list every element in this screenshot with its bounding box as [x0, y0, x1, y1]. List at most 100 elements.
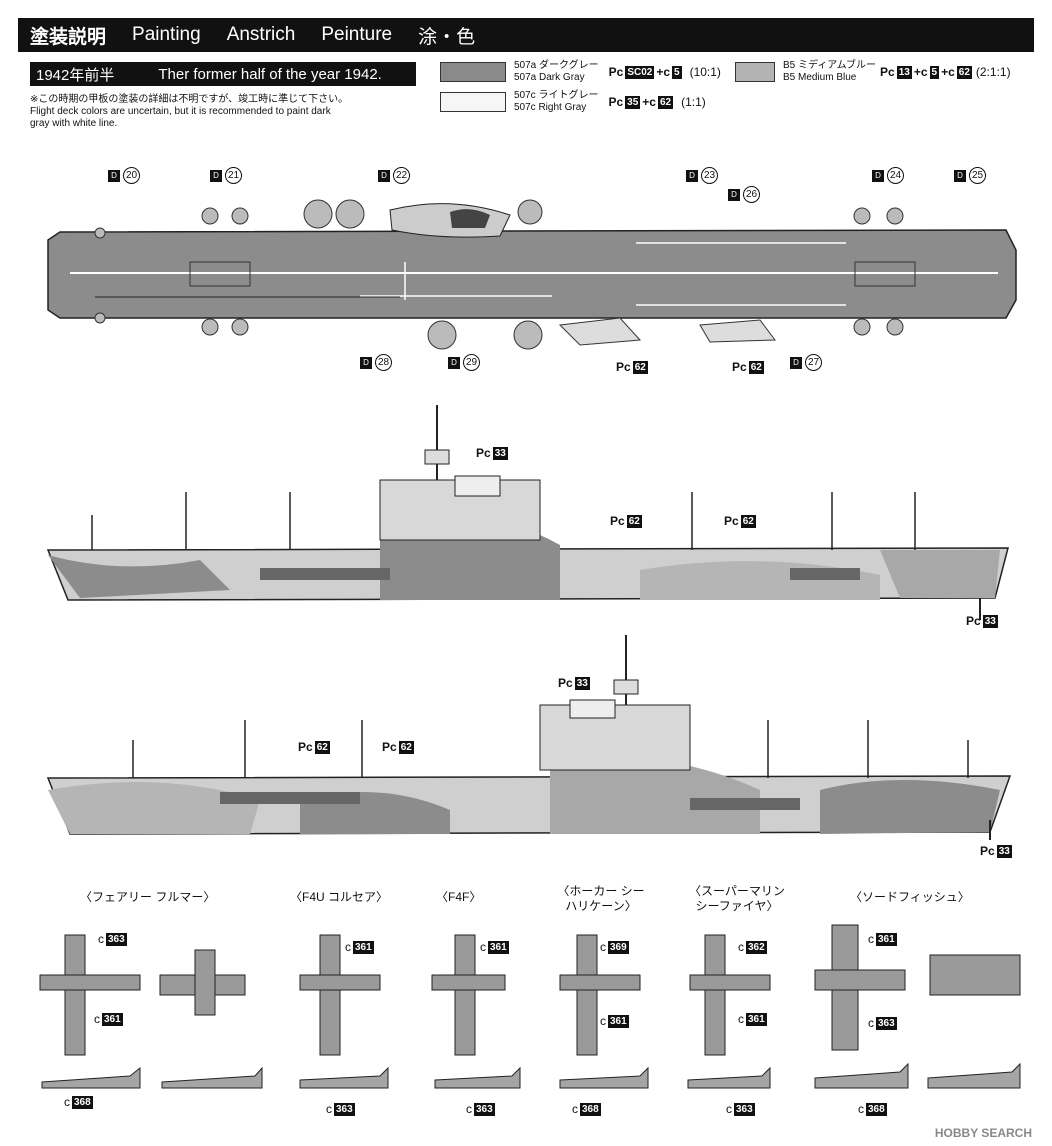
code: 33: [982, 614, 998, 628]
swatch-medium-blue: [735, 62, 775, 82]
mix-ratio: (1:1): [681, 95, 706, 109]
note-en: Flight deck colors are uncertain, but it…: [30, 106, 331, 129]
prefix: c: [600, 940, 606, 954]
aircraft-name-f4u: 〈F4U コルセア〉: [290, 890, 389, 904]
title-jp: 塗装説明: [30, 26, 107, 48]
code: 33: [574, 676, 590, 690]
part-icon: D: [872, 169, 884, 182]
code: 361: [608, 1014, 629, 1028]
part-icon: D: [728, 188, 740, 201]
prefix: c: [98, 932, 104, 946]
prefix: c: [64, 1095, 70, 1109]
part-number: 26: [743, 186, 760, 203]
prefix: Pc: [558, 676, 573, 690]
prefix: c: [600, 1014, 606, 1028]
title-fr: Peinture: [321, 24, 393, 45]
legend-en: 507a Dark Gray: [514, 72, 585, 83]
mix-ratio: (10:1): [689, 65, 721, 79]
prefix: Pc: [724, 514, 739, 528]
code: 62: [740, 514, 756, 528]
part-icon: D: [448, 356, 460, 369]
code: 361: [746, 1012, 767, 1026]
code: 361: [353, 940, 374, 954]
mix-prefix: +c: [941, 65, 955, 79]
header-bar: 塗装説明 Painting Anstrich Peinture 涂・色: [18, 18, 1034, 52]
prefix: c: [738, 1012, 744, 1026]
code: 361: [876, 932, 897, 946]
aircraft-side-views: [41, 1062, 1021, 1089]
mix-prefix: +c: [642, 95, 656, 109]
part-number: 28: [375, 354, 392, 371]
prefix: Pc: [610, 514, 625, 528]
legend-jp: 507a ダークグレー: [514, 60, 599, 71]
part-number: 21: [225, 167, 242, 184]
aircraft-name-seafire: 〈スーパーマリン シーファイヤ〉: [689, 884, 785, 913]
mix-prefix: Pc: [608, 95, 624, 109]
side-view-starboard: [46, 405, 1009, 620]
mix-prefix: +c: [913, 65, 928, 79]
flight-deck-view: [47, 199, 1017, 350]
code: 362: [746, 940, 767, 954]
part-icon: D: [108, 169, 120, 182]
code: 33: [996, 844, 1012, 858]
aircraft-name-swordfish: 〈ソードフィッシュ〉: [850, 890, 970, 904]
code: 368: [866, 1102, 887, 1116]
swatch-light-gray: [440, 92, 506, 112]
mix-code: 35: [625, 95, 641, 109]
era-banner: 1942年前半 Ther former half of the year 194…: [30, 62, 416, 86]
code: 62: [632, 360, 648, 374]
legend-en: 507c Right Gray: [514, 102, 587, 113]
prefix: c: [858, 1102, 864, 1116]
code: 369: [608, 940, 629, 954]
mix-code: 5: [672, 65, 682, 79]
code: 363: [106, 932, 127, 946]
code: 363: [474, 1102, 495, 1116]
side-view-port: [46, 635, 1012, 840]
swatch-dark-gray: [440, 62, 506, 82]
prefix: c: [572, 1102, 578, 1116]
deck-note: ※この時期の甲板の塗装の詳細は不明ですが、竣工時に準じて下さい。 Flight …: [30, 94, 350, 130]
aircraft-name-sea-hurricane: 〈ホーカー シーハリケーン〉: [557, 884, 645, 913]
code: 361: [488, 940, 509, 954]
code: 363: [734, 1102, 755, 1116]
mix-code: 13: [896, 65, 912, 79]
mix-code: SC02: [625, 65, 655, 79]
title-de: Anstrich: [226, 24, 296, 45]
prefix: c: [738, 940, 744, 954]
part-icon: D: [790, 356, 802, 369]
part-icon: D: [686, 169, 698, 182]
era-en: Ther former half of the year 1942.: [158, 65, 382, 83]
legend-en: B5 Medium Blue: [783, 72, 857, 83]
prefix: c: [466, 1102, 472, 1116]
prefix: Pc: [476, 446, 491, 460]
part-number: 22: [393, 167, 410, 184]
mix-prefix: Pc: [880, 65, 895, 79]
prefix: c: [326, 1102, 332, 1116]
